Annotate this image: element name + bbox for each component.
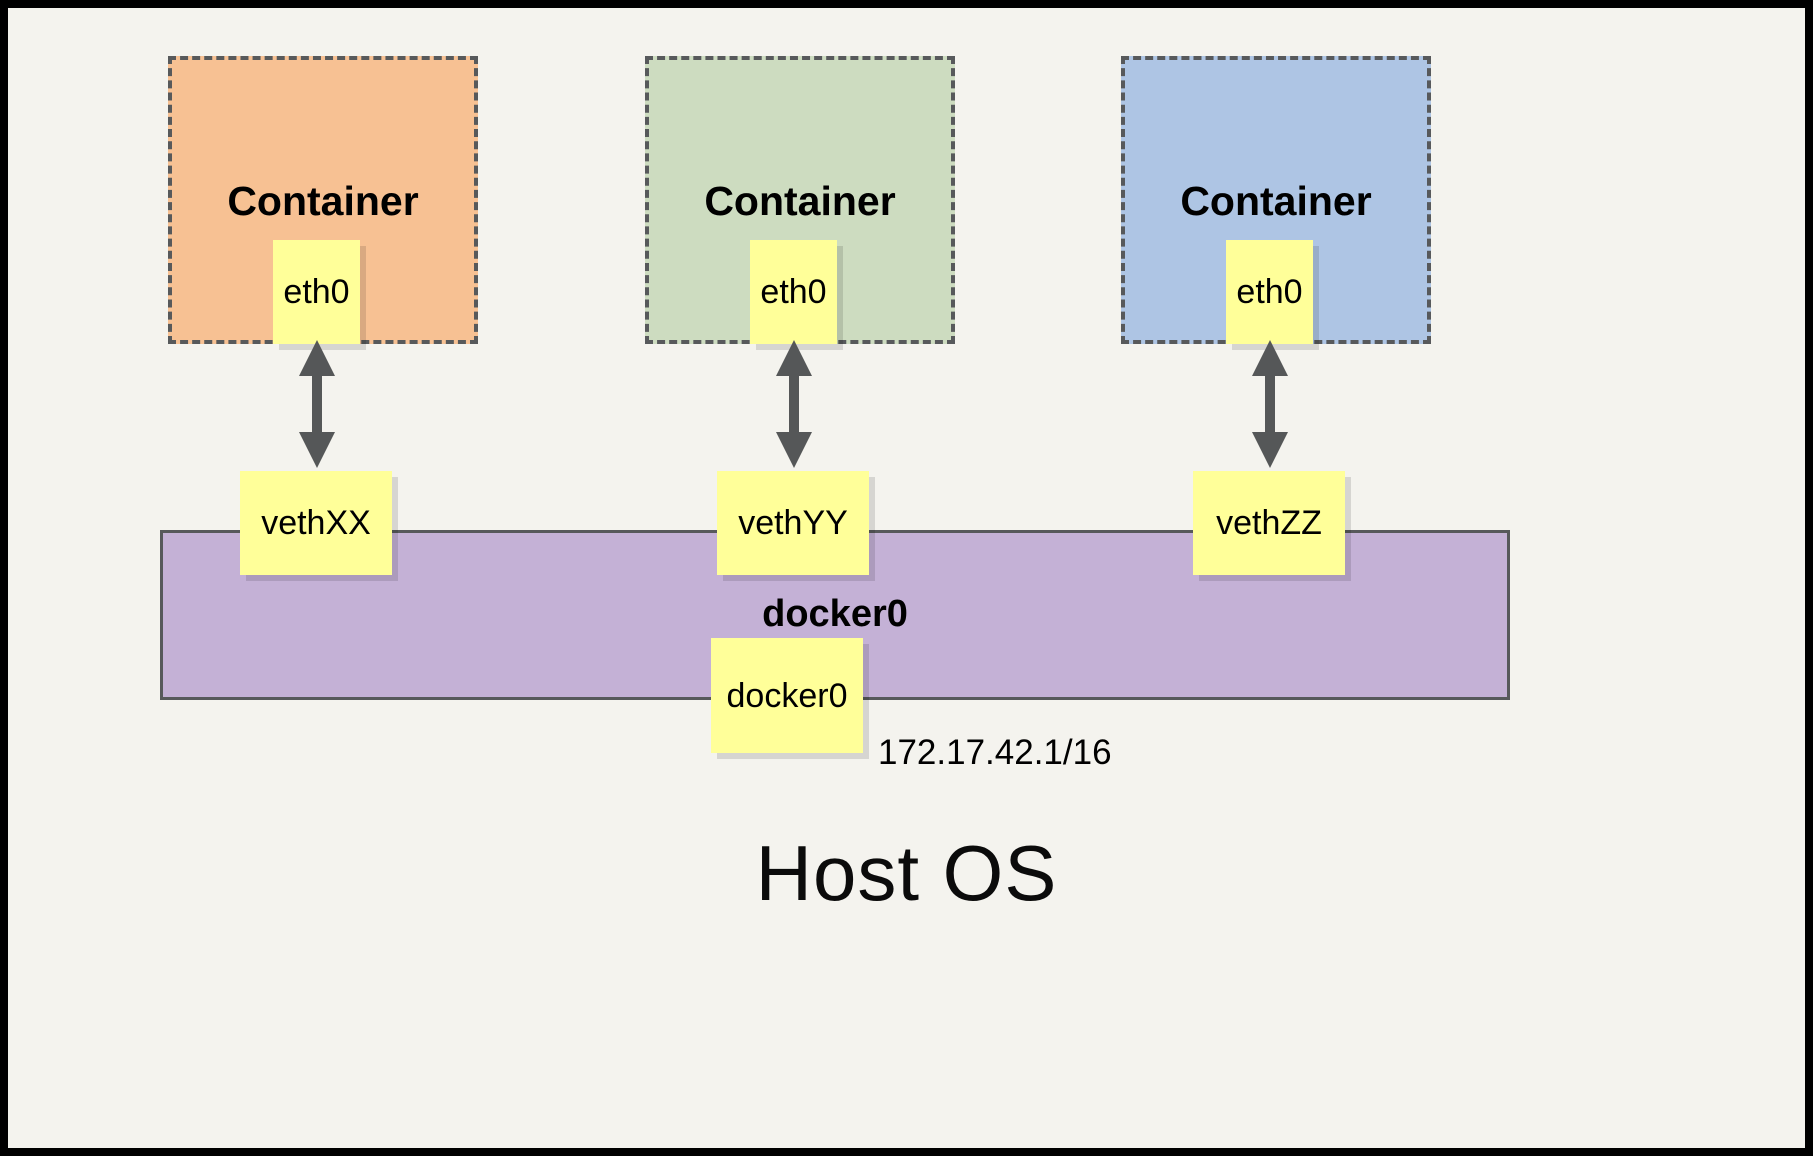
docker0-bridge-title: docker0 — [762, 593, 908, 635]
docker0-interface-note-label: docker0 — [726, 676, 848, 715]
eth0-note-3-label: eth0 — [1236, 273, 1303, 311]
container-title-3: Container — [1180, 178, 1372, 224]
veth-link-arrow-1 — [299, 340, 335, 468]
veth-link-arrow-2 — [776, 340, 812, 468]
eth0-note-1-label: eth0 — [283, 273, 350, 311]
eth0-note-2-label: eth0 — [760, 273, 827, 311]
eth0-note-2[interactable]: eth0 — [750, 240, 837, 344]
docker0-interface-note[interactable]: docker0 — [711, 638, 863, 753]
eth0-note-3[interactable]: eth0 — [1226, 240, 1313, 344]
container-title-1: Container — [227, 178, 419, 224]
veth-note-1-label: vethXX — [261, 504, 371, 542]
veth-note-3[interactable]: vethZZ — [1193, 471, 1345, 575]
eth0-note-1[interactable]: eth0 — [273, 240, 360, 344]
docker0-ip-caption: 172.17.42.1/16 — [878, 733, 1112, 772]
host-os-label: Host OS — [755, 829, 1058, 917]
veth-note-2[interactable]: vethYY — [717, 471, 869, 575]
veth-note-1[interactable]: vethXX — [240, 471, 392, 575]
diagram-stage: docker0 Container Container Container et… — [8, 8, 1805, 1148]
veth-note-3-label: vethZZ — [1216, 504, 1322, 542]
veth-note-2-label: vethYY — [738, 504, 848, 542]
veth-link-arrow-3 — [1252, 340, 1288, 468]
container-title-2: Container — [704, 178, 896, 224]
